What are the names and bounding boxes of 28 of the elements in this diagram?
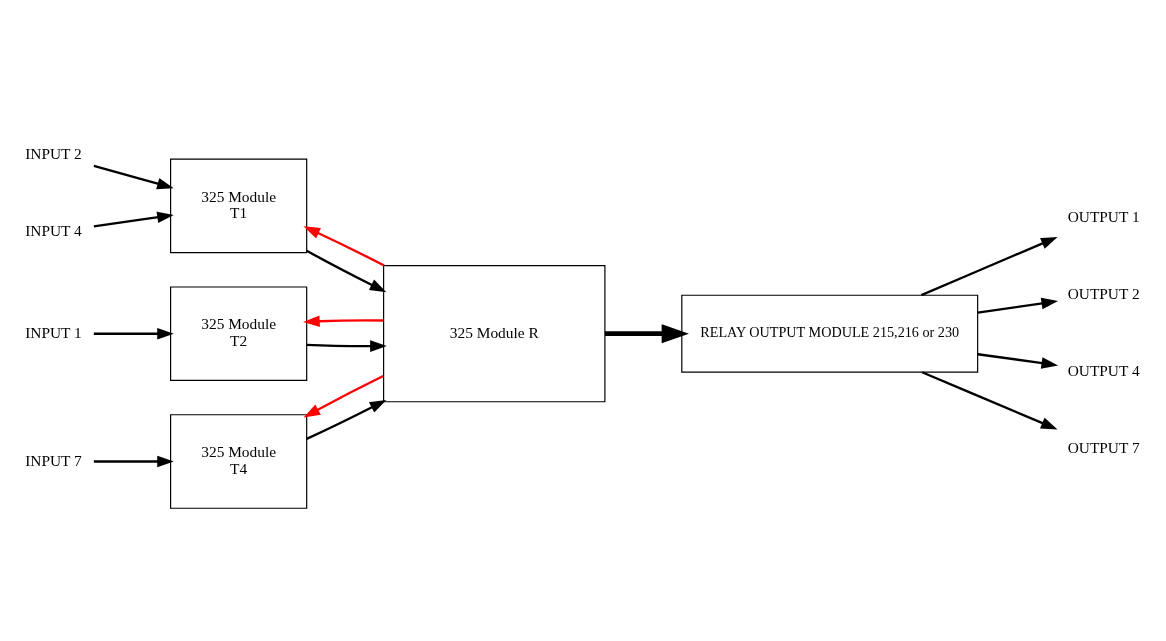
arrow <box>921 370 1058 429</box>
arrow <box>604 323 689 343</box>
node-text: OUTPUT 7 <box>1067 438 1140 456</box>
arrow <box>306 249 387 292</box>
arrow <box>303 225 385 267</box>
arrow <box>306 339 387 352</box>
arrow <box>303 314 384 327</box>
node-box: 325 Module T4 <box>170 413 308 509</box>
arrow <box>93 327 174 340</box>
node-text: OUTPUT 1 <box>1067 207 1140 225</box>
node-box: 325 Module T1 <box>170 158 308 253</box>
node-text: INPUT 4 <box>25 221 82 239</box>
node-text: OUTPUT 4 <box>1067 361 1140 379</box>
arrow <box>93 164 174 189</box>
node-text: INPUT 7 <box>25 451 82 469</box>
node-text: INPUT 2 <box>25 144 82 162</box>
node-box: 325 Module T2 <box>170 285 308 381</box>
arrow <box>93 211 174 228</box>
arrow <box>977 352 1059 369</box>
arrow <box>303 374 384 418</box>
arrow <box>977 297 1059 314</box>
node-text: OUTPUT 2 <box>1067 284 1140 302</box>
node-text: INPUT 1 <box>25 323 82 341</box>
arrow <box>920 236 1058 296</box>
arrow <box>93 455 174 467</box>
node-box: 325 Module R <box>383 264 606 402</box>
arrow <box>306 399 387 440</box>
node-box: RELAY OUTPUT MODULE 215,216 or 230 <box>681 294 979 373</box>
